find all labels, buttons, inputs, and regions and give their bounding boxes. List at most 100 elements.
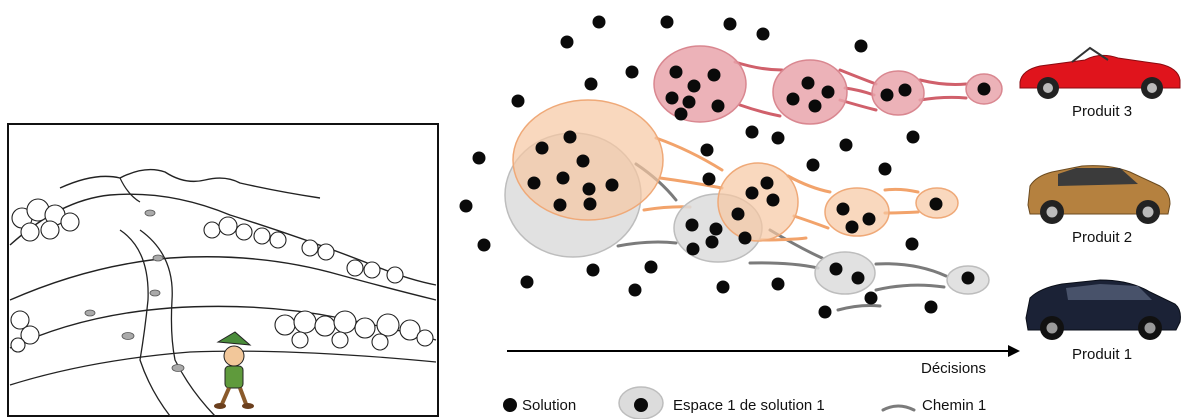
path-red xyxy=(838,68,878,86)
solution-dot xyxy=(806,158,820,172)
product-2-label: Produit 2 xyxy=(1072,229,1132,246)
solution-dot xyxy=(808,99,822,113)
legend: Solution Espace 1 de solution 1 Chemin 1 xyxy=(503,386,986,419)
product-3-label: Produit 3 xyxy=(1072,103,1132,120)
solution-dot xyxy=(628,283,642,297)
path-orange xyxy=(792,214,830,230)
path-red xyxy=(918,95,968,102)
solution-dot xyxy=(520,275,534,289)
legend-path-label: Chemin 1 xyxy=(922,397,986,414)
solution-space xyxy=(871,70,925,116)
solution-dot xyxy=(924,300,938,314)
solution-dot xyxy=(685,218,699,232)
solution-dot xyxy=(771,131,785,145)
solution-dot xyxy=(527,176,541,190)
solution-dot xyxy=(864,291,878,305)
solution-space xyxy=(814,251,876,295)
paths-orange xyxy=(642,136,920,242)
solution-dot xyxy=(660,15,674,29)
solution-dot xyxy=(586,263,600,277)
path-orange xyxy=(786,174,832,194)
path-gray xyxy=(874,262,948,278)
path-gray xyxy=(616,240,678,248)
solution-dot xyxy=(977,82,991,96)
solution-dot xyxy=(472,151,486,165)
solution-dot xyxy=(576,154,590,168)
solution-dot xyxy=(553,198,567,212)
product-3: Produit 3 xyxy=(1019,46,1181,120)
solution-space xyxy=(772,59,848,125)
solution-dot xyxy=(716,280,730,294)
solution-dot xyxy=(700,143,714,157)
solution-dot xyxy=(745,125,759,139)
path-orange xyxy=(654,136,724,172)
path-orange xyxy=(883,187,920,194)
car-red-convertible-icon xyxy=(1019,46,1181,99)
solution-dot xyxy=(905,237,919,251)
path-red xyxy=(918,78,968,86)
solution-dot xyxy=(836,202,850,216)
car-suv-gold-icon xyxy=(1027,165,1171,224)
solution-dot xyxy=(644,260,658,274)
product-2: Produit 2 xyxy=(1027,165,1171,246)
solution-dot xyxy=(459,199,473,213)
solution-dot xyxy=(687,79,701,93)
decision-axis-arrowhead xyxy=(1008,345,1020,357)
solution-dot xyxy=(851,271,865,285)
solution-dot xyxy=(906,130,920,144)
solution-dot xyxy=(686,242,700,256)
solution-dot xyxy=(511,94,525,108)
solution-dot xyxy=(705,235,719,249)
solution-dot xyxy=(584,77,598,91)
solution-dot xyxy=(771,277,785,291)
legend-solution-dot xyxy=(503,398,517,412)
solution-dot xyxy=(560,35,574,49)
paths-red xyxy=(733,60,968,118)
legend-path-line xyxy=(881,404,916,412)
solution-dot xyxy=(961,271,975,285)
solution-dot xyxy=(880,88,894,102)
solution-dot xyxy=(878,162,892,176)
solution-dot xyxy=(760,176,774,190)
character-figure xyxy=(214,331,254,409)
solution-space-diagram: Décisions xyxy=(459,15,1020,377)
legend-space-dot xyxy=(634,398,648,412)
landscape-illustration xyxy=(7,123,439,417)
solution-dot xyxy=(738,231,752,245)
solution-dot xyxy=(845,220,859,234)
solution-dot xyxy=(583,197,597,211)
solution-dot xyxy=(535,141,549,155)
solution-dot xyxy=(702,172,716,186)
solution-dot xyxy=(786,92,800,106)
legend-solution-label: Solution xyxy=(522,397,576,414)
solution-dot xyxy=(592,15,606,29)
solution-dot xyxy=(723,17,737,31)
solution-dot xyxy=(756,27,770,41)
solution-dot xyxy=(556,171,570,185)
car-suv-dark-icon xyxy=(1025,279,1181,340)
solution-dot xyxy=(818,305,832,319)
solution-dot xyxy=(766,193,780,207)
legend-space-label: Espace 1 de solution 1 xyxy=(673,397,825,414)
path-gray xyxy=(874,283,946,292)
solution-dot xyxy=(665,91,679,105)
solution-dot xyxy=(801,76,815,90)
path-red xyxy=(738,103,782,118)
product-1: Produit 1 xyxy=(1025,279,1181,363)
solution-dot xyxy=(731,207,745,221)
solution-dot xyxy=(625,65,639,79)
solution-dot xyxy=(854,39,868,53)
path-orange xyxy=(883,210,920,215)
solution-dot xyxy=(898,83,912,97)
solution-dot xyxy=(709,222,723,236)
solution-dot xyxy=(669,65,683,79)
solution-dot xyxy=(582,182,596,196)
product-1-label: Produit 1 xyxy=(1072,346,1132,363)
solution-dot xyxy=(674,107,688,121)
path-gray xyxy=(836,304,882,312)
decision-axis-label: Décisions xyxy=(921,360,986,377)
solution-dot xyxy=(745,186,759,200)
solution-dot xyxy=(862,212,876,226)
path-orange xyxy=(658,176,724,190)
